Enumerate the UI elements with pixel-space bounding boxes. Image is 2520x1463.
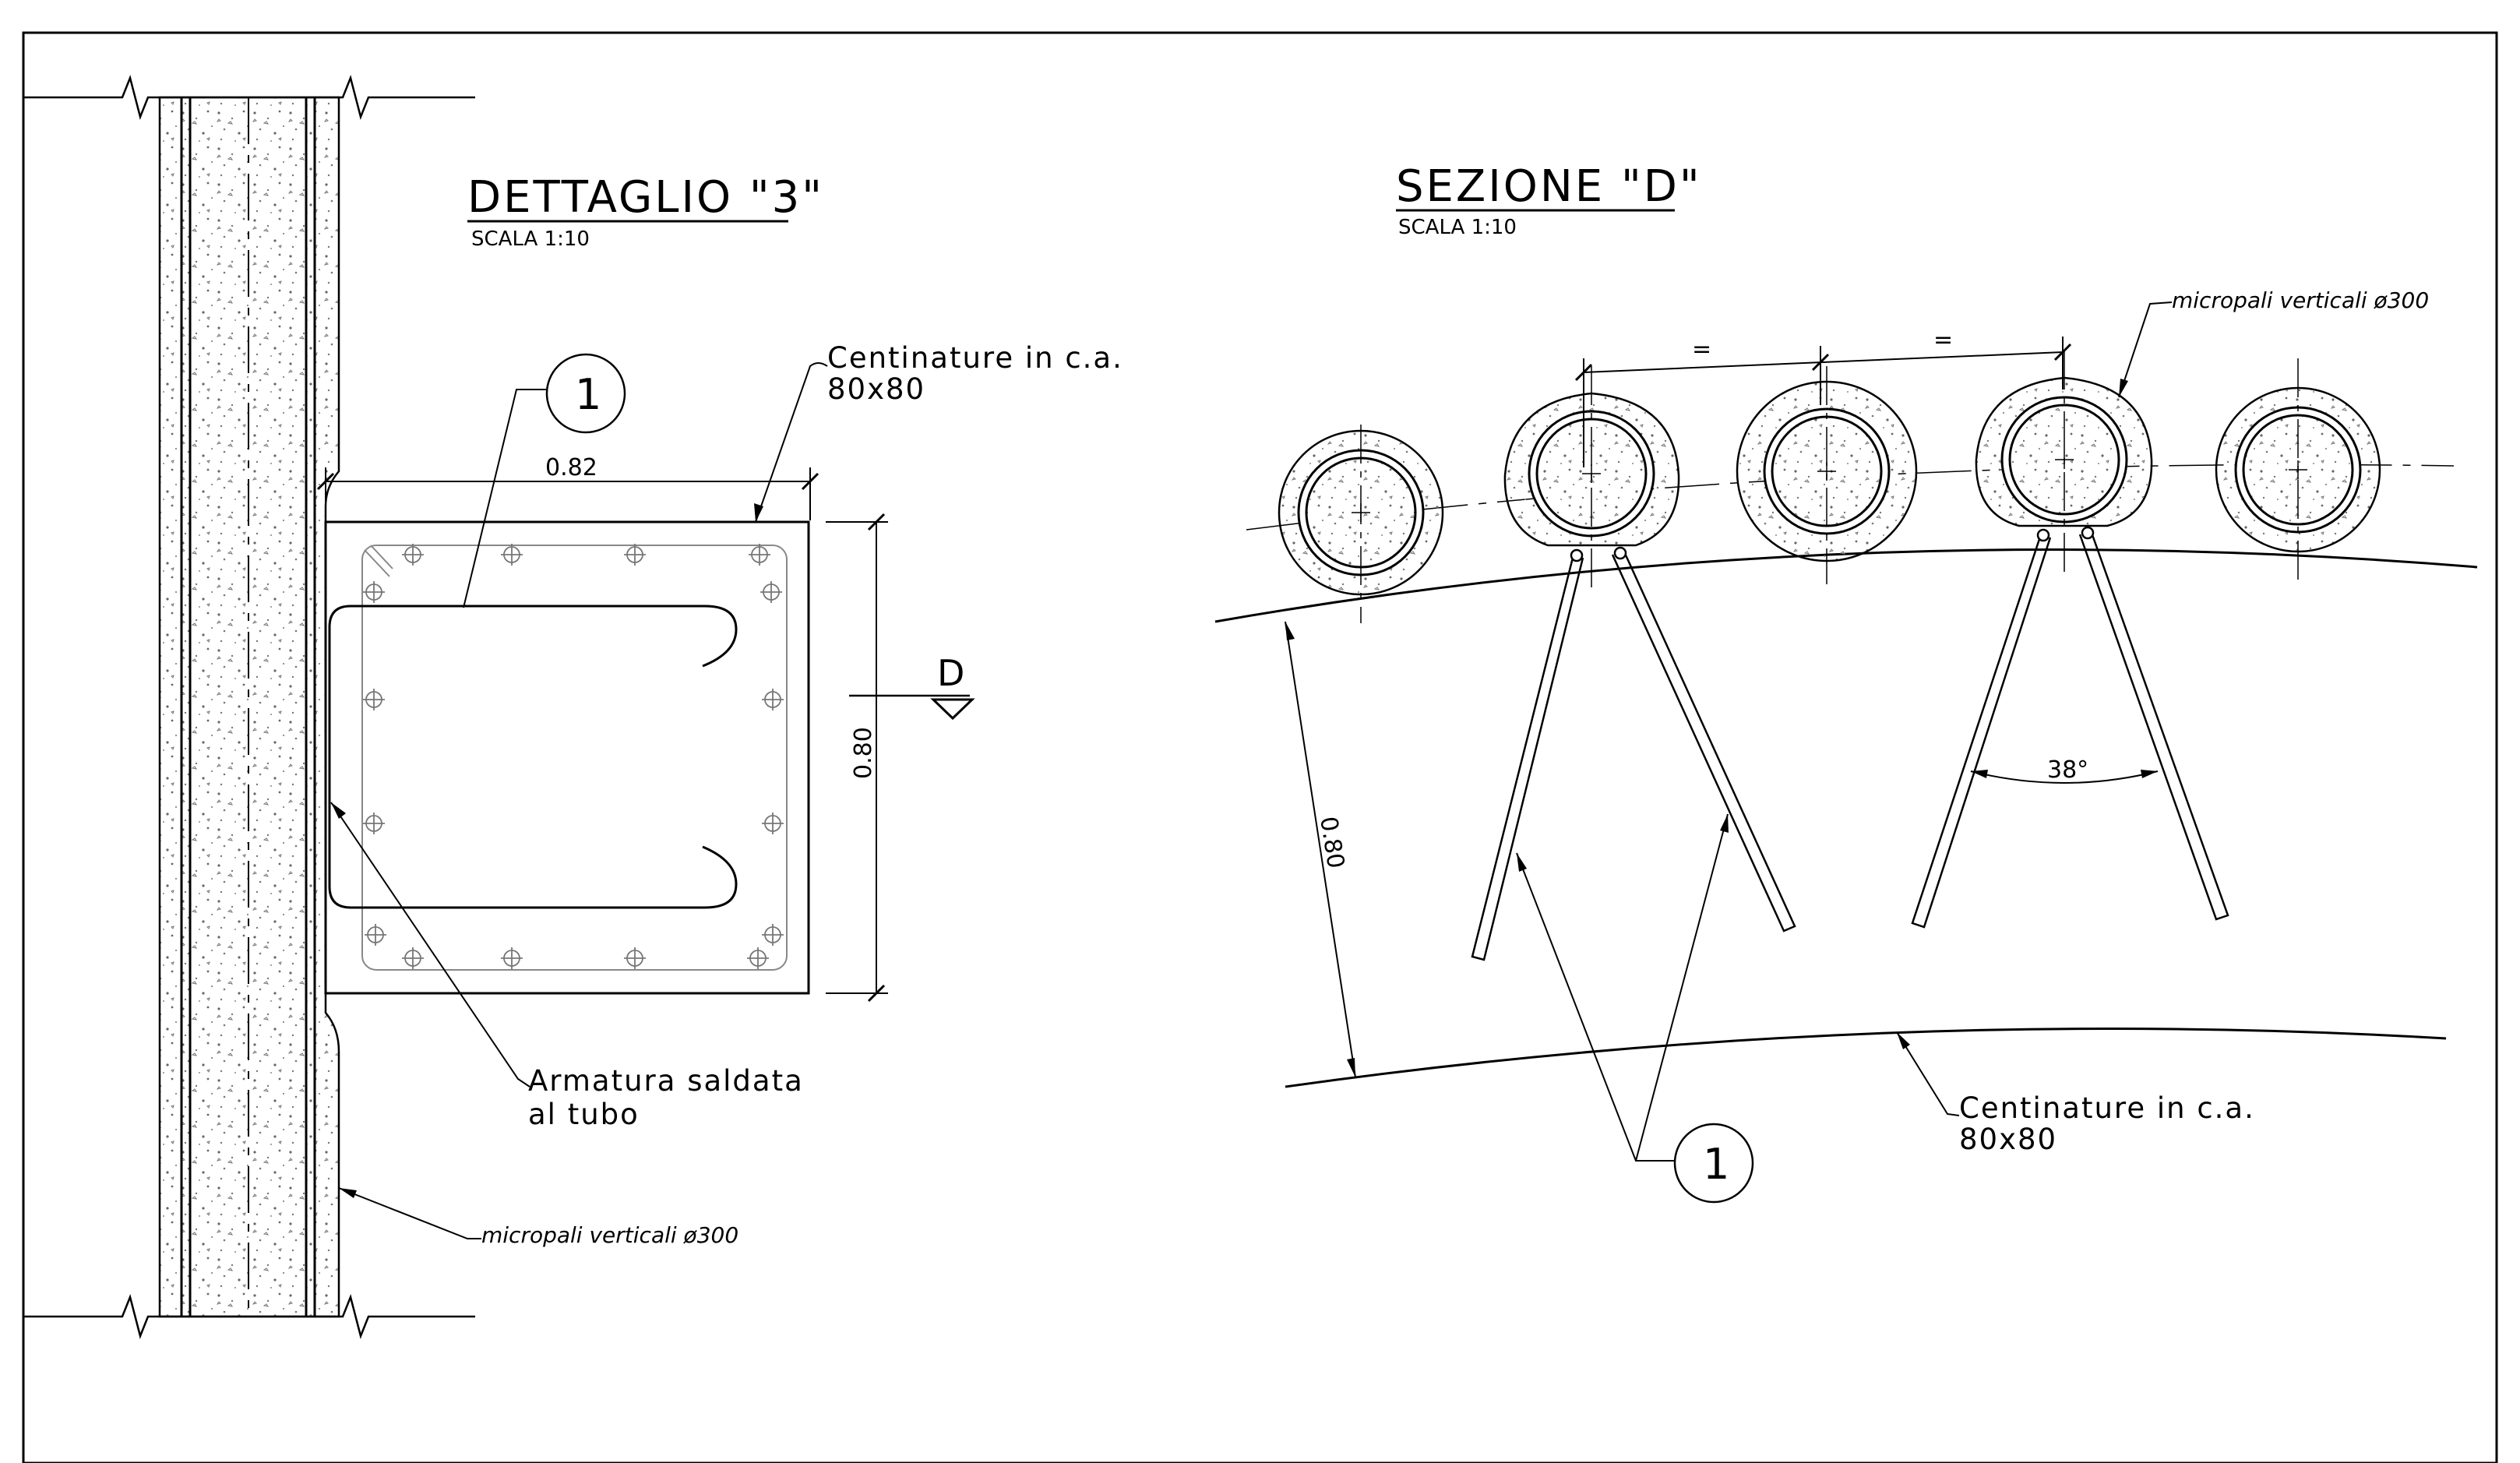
arrow-head [1347, 1058, 1355, 1077]
rebar [624, 544, 646, 566]
angle-arc-38 [1970, 770, 2159, 784]
rebar [762, 689, 784, 710]
rebar [501, 947, 523, 969]
arrow-head [339, 1188, 357, 1198]
dim-tick [2053, 343, 2072, 361]
rebar [762, 813, 784, 834]
balloon-1-text: 1 [575, 370, 601, 419]
dim-0-82-text: 0.82 [545, 454, 597, 481]
arrow-head [2119, 379, 2128, 397]
detail-3-scale: SCALA 1:10 [471, 227, 590, 251]
dim-tick [1574, 363, 1593, 382]
dim-line-0-80-section [1285, 621, 1356, 1078]
arrow-head [1720, 814, 1729, 833]
section-d-centinature-line2: 80x80 [1959, 1123, 2057, 1156]
micropile-section [1736, 366, 1918, 584]
micropali-label: micropali verticali ø300 [481, 1222, 738, 1248]
section-d-balloon-text: 1 [1703, 1140, 1729, 1189]
section-d-title: SEZIONE "D" [1396, 161, 1702, 212]
rebar [760, 581, 782, 603]
rebar [363, 581, 385, 603]
leader-balloon-right [1635, 813, 1729, 1162]
arrow-head [1897, 1032, 1910, 1049]
dim-equal-2-text: = [1933, 326, 1953, 354]
leader-balloon-left [1516, 852, 1675, 1162]
rebar [624, 947, 646, 969]
sheet-border [22, 31, 2498, 1463]
micropile-section [1503, 366, 1680, 592]
rebar [402, 947, 424, 969]
centinature-label-line1: Centinature in c.a. [827, 341, 1123, 375]
section-d-centinature-line1: Centinature in c.a. [1959, 1091, 2255, 1125]
centinature-label-line2: 80x80 [827, 372, 925, 406]
section-marker-triangle-icon [930, 698, 975, 721]
detail-3: 0.82 0.80 D DETTAGLIO "3" SCALA 1:10 1 C… [23, 75, 1123, 1339]
section-marker-letter: D [937, 652, 964, 694]
micropile-section [2215, 358, 2381, 580]
arrow-head [2141, 770, 2158, 778]
leader-section-d-micropali [2118, 301, 2173, 398]
dim-0-80-section-text: 0.80 [1314, 815, 1349, 870]
leader-micropali [338, 1187, 481, 1239]
leader-section-d-centinature [1896, 1031, 1960, 1116]
arrow-head [1517, 853, 1527, 872]
dim-tick [867, 984, 886, 1003]
rebar [363, 689, 385, 710]
detail-3-title: DETTAGLIO "3" [467, 172, 824, 223]
dim-equal-1-text: = [1692, 336, 1711, 363]
dim-tick [316, 472, 335, 491]
dim-0-80-text: 0.80 [850, 727, 877, 779]
rebar [747, 947, 769, 969]
armatura-label-line2: al tubo [528, 1098, 640, 1131]
beam-section [324, 520, 810, 995]
balloon-1-circle [545, 353, 626, 434]
inclined-bars-left [1471, 546, 1796, 961]
rebar [365, 924, 386, 946]
stirrup-hook [364, 549, 390, 577]
angle-38-text: 38° [2047, 756, 2088, 784]
arrow-head [754, 503, 763, 522]
section-d-balloon-circle [1673, 1123, 1754, 1204]
section-d-scale: SCALA 1:10 [1398, 216, 1517, 239]
section-d-micropali-label: micropali verticali ø300 [2172, 287, 2429, 313]
armatura-label-line1: Armatura saldata [528, 1064, 804, 1098]
arrow-head [1971, 770, 1988, 778]
leader-balloon-1 [463, 389, 547, 608]
leader-armatura [330, 802, 530, 1088]
section-d: SEZIONE "D" SCALA 1:10 [1214, 161, 2478, 1204]
welded-bar [328, 605, 738, 909]
stirrup-hook-2 [370, 545, 393, 569]
micropile-section [1278, 425, 1444, 623]
rebar [402, 544, 424, 566]
rebar [749, 544, 770, 566]
arrow-head [1285, 622, 1295, 640]
beam-bottom-curve [1285, 1028, 2447, 1088]
leader-centinature [755, 362, 828, 523]
arrow-head [331, 802, 346, 819]
dim-tick [801, 472, 819, 491]
rebar [762, 924, 784, 946]
dim-tick [1811, 353, 1830, 372]
dim-tick [867, 513, 886, 531]
dim-line-equal [1583, 351, 2064, 373]
stirrup-outline [361, 545, 788, 971]
micropile-vertical [158, 96, 340, 1318]
rebar [501, 544, 523, 566]
micropile-section [1975, 351, 2153, 573]
rebar [363, 813, 385, 834]
inclined-bars-right [1911, 526, 2229, 929]
rebars [363, 544, 784, 969]
